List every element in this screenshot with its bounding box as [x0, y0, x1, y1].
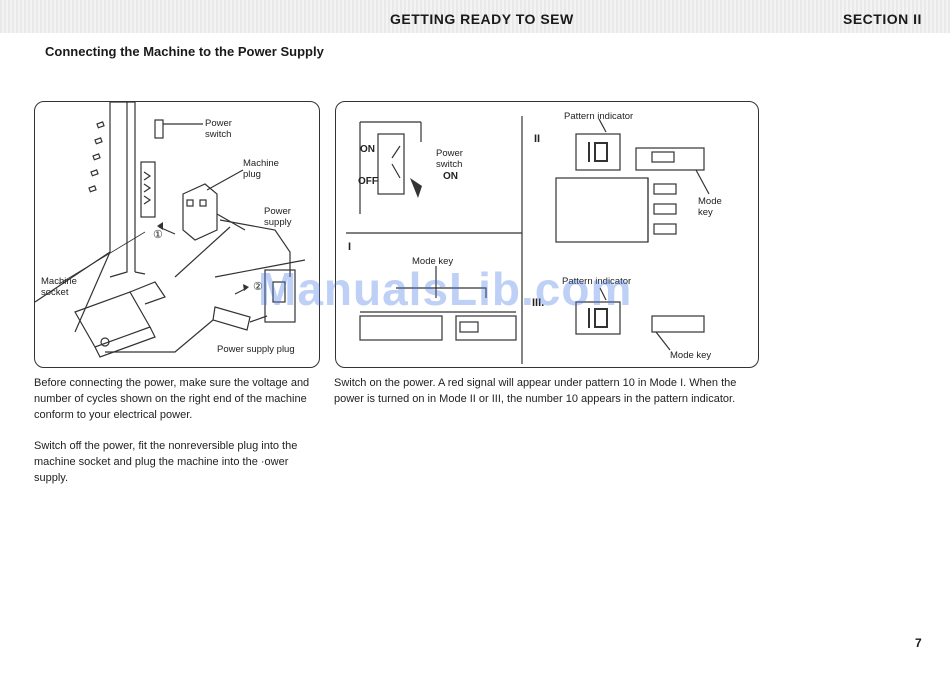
right-column-text: Switch on the power. A red signal will a… — [334, 375, 758, 422]
machine-connection-illustration — [35, 102, 306, 358]
arrow-on-label: ON — [443, 171, 458, 182]
mode-III-label: III. — [532, 297, 545, 309]
mode-key-left-label: Mode key — [412, 256, 454, 267]
header-band — [0, 0, 950, 33]
step-1-marker: ① — [153, 229, 163, 241]
header-section: SECTION II — [843, 11, 922, 27]
mode-II-label: II — [534, 133, 541, 145]
left-paragraph-2: Switch off the power, fit the nonreversi… — [34, 440, 298, 484]
mode-I-label: I — [348, 241, 352, 253]
pattern-indicator-bottom-label: Pattern indicator — [562, 276, 632, 287]
mode-key-bottom-label: Mode key — [670, 350, 712, 361]
power-supply-plug-label: Power supply plug — [217, 344, 295, 355]
pattern-indicator-top-label: Pattern indicator — [564, 111, 634, 122]
left-column-text: Before connecting the power, make sure t… — [34, 375, 314, 501]
power-switch-mode-illustration — [346, 116, 710, 364]
indicator-value-top: 10 — [582, 136, 609, 162]
page-heading: Connecting the Machine to the Power Supp… — [45, 44, 324, 59]
step-2-marker: ② — [253, 281, 263, 293]
page-number: 7 — [915, 636, 922, 650]
switch-on-label: ON — [360, 144, 375, 155]
right-paragraph-1: Switch on the power. A red signal will a… — [334, 377, 737, 405]
manualslib-watermark: ManualsLib.com — [258, 263, 633, 315]
switch-off-label: OFF — [358, 176, 378, 187]
left-paragraph-1: Before connecting the power, make sure t… — [34, 377, 310, 421]
header-title: GETTING READY TO SEW — [390, 11, 574, 27]
